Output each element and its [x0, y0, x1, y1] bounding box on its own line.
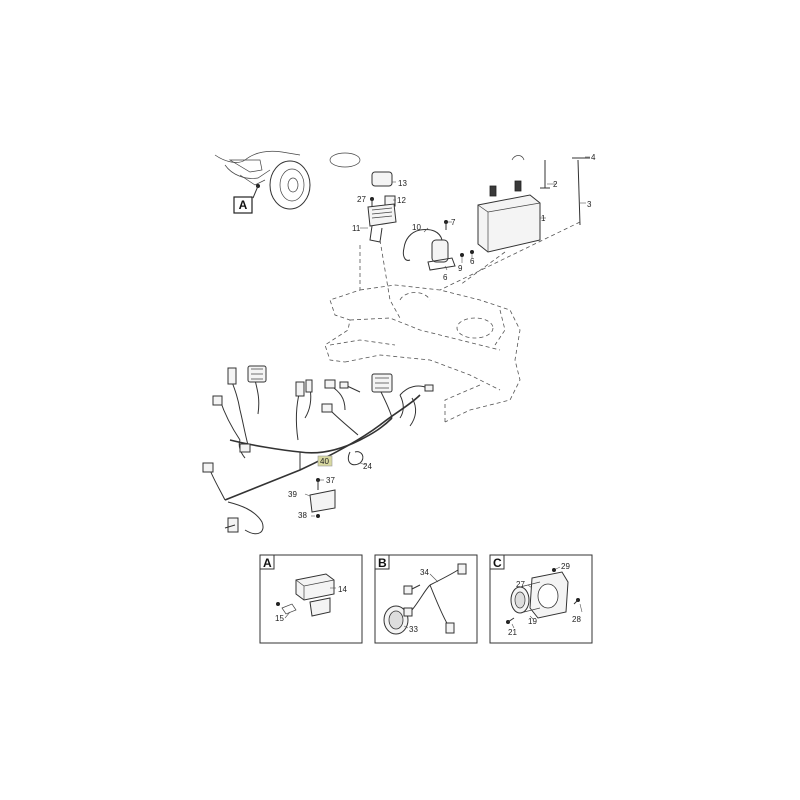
callout-12: 12: [397, 196, 406, 205]
callout-27-top: 27: [357, 195, 366, 204]
panel-c-callout-27: 27: [516, 580, 525, 589]
panel-c-callout-19: 19: [528, 617, 537, 626]
wiring-harness: [202, 365, 434, 535]
panel-c-callout-29: 29: [561, 562, 570, 571]
panel-c-callout-21: 21: [508, 628, 517, 637]
panel-c-callout-28: 28: [572, 615, 581, 624]
callout-1: 1: [541, 214, 546, 223]
callout-6-left: 6: [443, 273, 448, 282]
detail-panel-a: [259, 554, 363, 644]
panel-a-callout-15: 15: [275, 614, 284, 623]
panel-b-letter: B: [378, 556, 387, 570]
ground-bracket: [304, 478, 336, 518]
tractor-outline: [214, 150, 361, 210]
top-right-brackets: [511, 155, 590, 226]
callout-10: 10: [412, 223, 421, 232]
panel-b-callout-34: 34: [420, 568, 429, 577]
callout-11: 11: [352, 224, 361, 233]
callout-37: 37: [326, 476, 335, 485]
ring-clip: [347, 451, 367, 466]
battery: [477, 180, 546, 253]
callout-38: 38: [298, 511, 307, 520]
callout-6-right: 6: [470, 257, 475, 266]
detail-panel-b: [374, 554, 478, 644]
callout-24: 24: [363, 462, 372, 471]
callout-7: 7: [451, 218, 456, 227]
callout-4: 4: [591, 153, 596, 162]
callout-40-highlight: [317, 455, 333, 467]
callout-13: 13: [398, 179, 407, 188]
panel-a-letter: A: [263, 556, 272, 570]
panel-c-letter: C: [493, 556, 502, 570]
fuse-holder-cluster: [360, 171, 397, 243]
callout-39: 39: [288, 490, 297, 499]
callout-9: 9: [458, 264, 463, 273]
view-tag-a: A: [233, 196, 253, 214]
detail-panel-c: [489, 554, 593, 644]
callout-40: 40: [320, 457, 329, 466]
callout-3: 3: [587, 200, 592, 209]
callout-2: 2: [553, 180, 558, 189]
starter-solenoid: [402, 220, 474, 271]
chassis-frame-dashed: [324, 239, 521, 423]
panel-a-callout-14: 14: [338, 585, 347, 594]
panel-b-callout-33: 33: [409, 625, 418, 634]
view-tag-a-letter: A: [239, 198, 248, 212]
